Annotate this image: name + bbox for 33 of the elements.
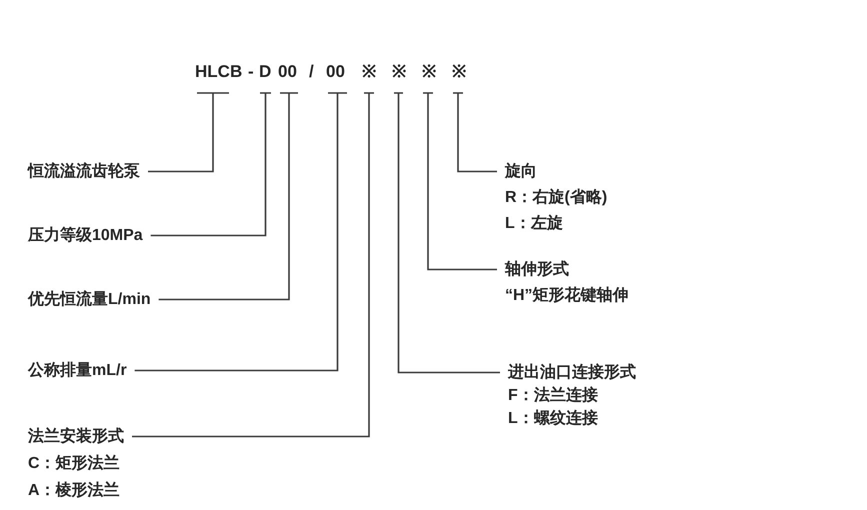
option-text: C：矩形法兰 — [28, 454, 121, 473]
code-text: ※ — [452, 62, 466, 81]
option-text: F：法兰连接 — [508, 386, 599, 405]
leader-line — [393, 92, 501, 374]
code-text: D — [259, 62, 272, 81]
leader-line — [131, 92, 375, 438]
code-text: ※ — [392, 62, 406, 81]
separator-text: / — [309, 62, 314, 81]
option-text: “H”矩形花键轴伸 — [505, 286, 629, 305]
description-label: 优先恒流量L/min — [28, 290, 151, 309]
description-heading: 法兰安装形式 — [28, 427, 124, 446]
description-heading: 进出油口连接形式 — [508, 363, 636, 382]
code-text: ※ — [422, 62, 436, 81]
leader-line — [452, 92, 498, 172]
code-text: 00 — [326, 62, 345, 81]
leader-line — [158, 92, 299, 300]
separator-text: - — [248, 62, 254, 81]
code-text: ※ — [362, 62, 376, 81]
option-text: R：右旋(省略) — [505, 188, 608, 207]
leader-line — [422, 92, 498, 270]
option-text: L：左旋 — [505, 214, 564, 233]
leader-line — [150, 92, 272, 236]
description-heading: 旋向 — [505, 162, 538, 181]
code-text: HLCB — [195, 62, 242, 81]
description-label: 公称排量mL/r — [28, 361, 127, 380]
leader-line — [134, 92, 348, 372]
code-text: 00 — [278, 62, 297, 81]
leader-line — [147, 92, 230, 172]
description-heading: 轴伸形式 — [505, 260, 570, 279]
description-label: 压力等级10MPa — [28, 226, 143, 245]
description-label: 恒流溢流齿轮泵 — [28, 162, 140, 181]
option-text: A：棱形法兰 — [28, 481, 121, 500]
option-text: L：螺纹连接 — [508, 409, 599, 428]
